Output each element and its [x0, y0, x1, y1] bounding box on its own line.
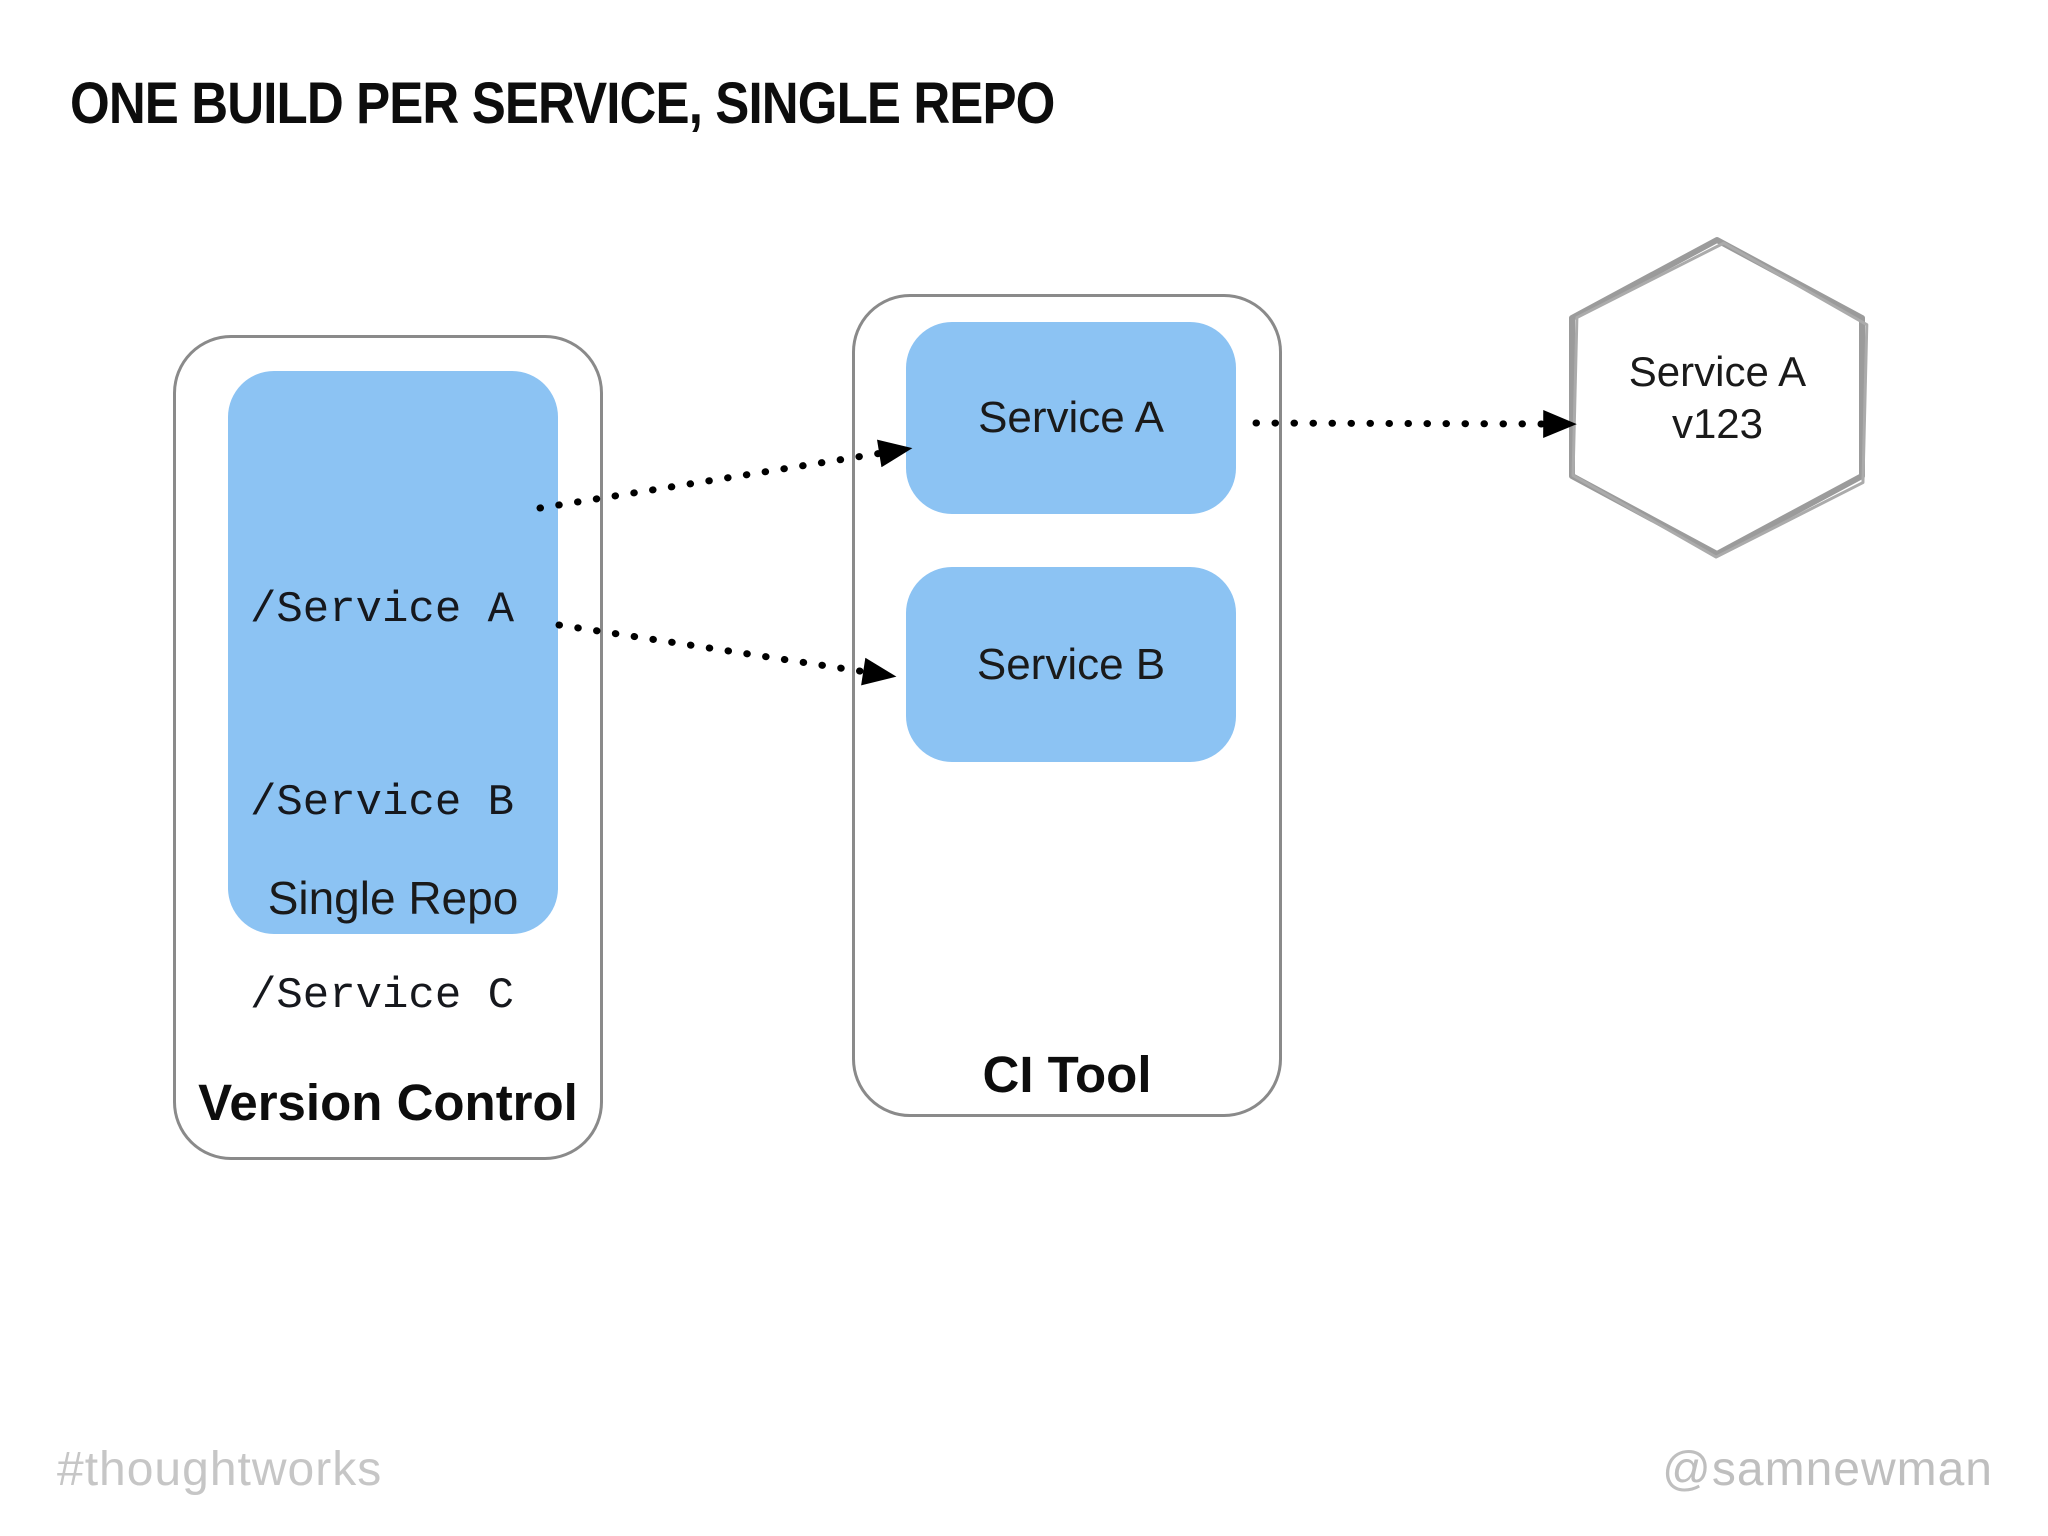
- ci-tool-label: CI Tool: [982, 1046, 1152, 1103]
- artifact-version: v123: [1671, 400, 1764, 447]
- arrow-ci-to-artifact: [1252, 409, 1577, 438]
- repo-path-list: /Service A /Service B /Service C: [250, 463, 550, 1142]
- arrow-repo-b-to-ci: [555, 621, 897, 686]
- version-control-label: Version Control: [198, 1074, 578, 1131]
- ci-build-service-a: Service A: [906, 322, 1236, 514]
- repo-path-service-a: /Service A: [250, 584, 515, 635]
- single-repo-label: Single Repo: [267, 872, 519, 924]
- repo-path-service-b: /Service B: [250, 777, 515, 828]
- artifact-label: Service A v123: [1572, 346, 1863, 450]
- slide-title: ONE BUILD PER SERVICE, SINGLE REPO: [70, 71, 1055, 136]
- ci-tool-box: Service A Service B CI Tool: [852, 294, 1282, 1117]
- artifact-service-name: Service A: [1628, 348, 1807, 395]
- version-control-box: /Service A /Service B /Service C Single …: [173, 335, 603, 1160]
- repo-path-service-c: /Service C: [250, 970, 515, 1021]
- ci-build-service-b: Service B: [906, 567, 1236, 762]
- single-repo-box: /Service A /Service B /Service C Single …: [228, 371, 558, 1021]
- footer-handle: @samnewman: [1662, 1443, 1993, 1496]
- footer-hashtag: #thoughtworks: [57, 1443, 383, 1496]
